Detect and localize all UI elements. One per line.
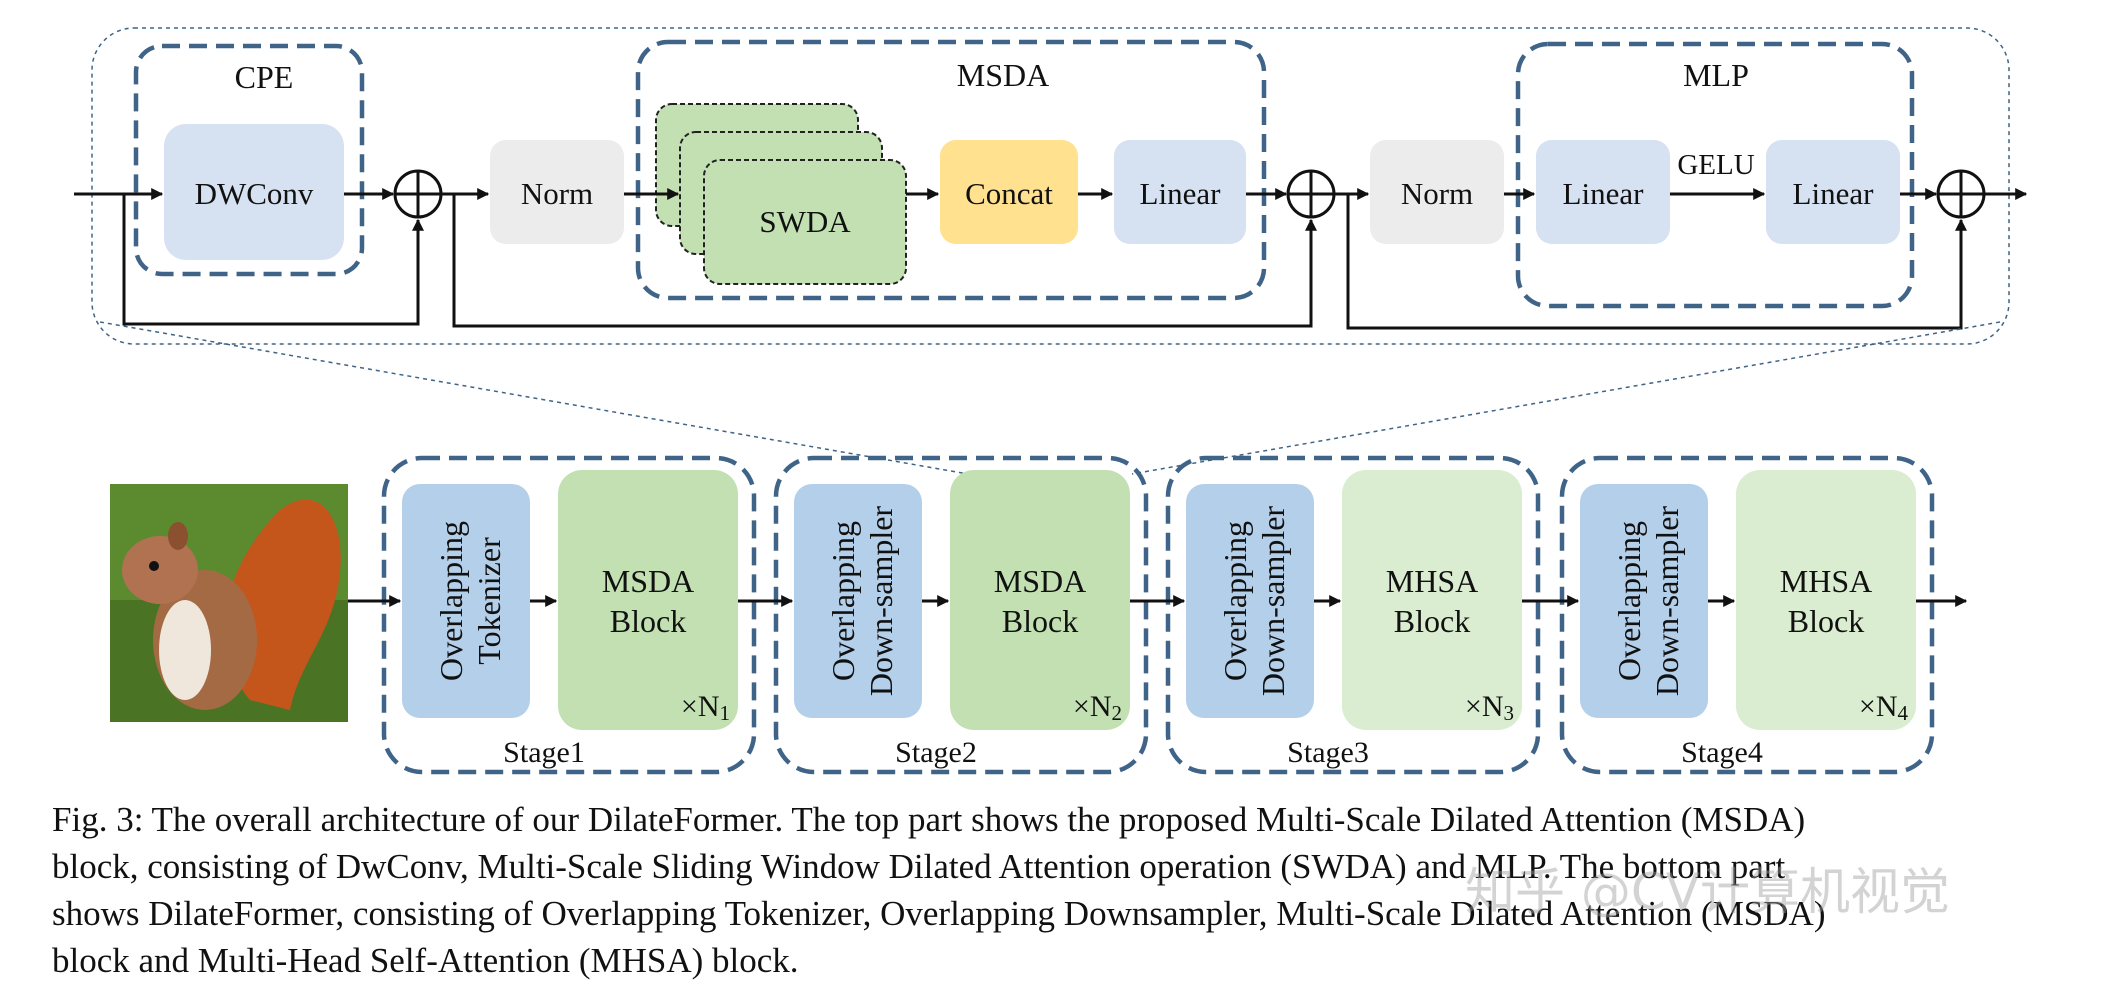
repeat-count: ×N (1859, 690, 1898, 723)
stage-2-embedding-node (794, 484, 922, 718)
watermark: 知乎 @CV计算机视觉 (1465, 863, 1951, 921)
dwconv-label: DWConv (195, 176, 314, 211)
msda-linear-label: Linear (1140, 176, 1222, 211)
stage-2-label: Stage2 (895, 736, 977, 769)
mlp-title: MLP (1683, 57, 1749, 93)
msda-block-detail: CPE DWConv MSDA SWDA Concat Linear Norm … (74, 27, 2028, 345)
embedding-label-line: Down-sampler (863, 506, 899, 697)
stage-3-embedding-node (1186, 484, 1314, 718)
add-operator-icon (393, 169, 443, 219)
msda-title: MSDA (957, 57, 1049, 93)
squirrel-eye-icon (149, 561, 159, 571)
input-image (110, 484, 348, 722)
dwconv-node (164, 124, 344, 260)
squirrel-ear-icon (168, 522, 188, 550)
squirrel-belly-icon (159, 600, 211, 700)
norm-node-1 (490, 140, 624, 244)
stage-3-label: Stage3 (1287, 736, 1369, 769)
figure-caption: Fig. 3: The overall architecture of our … (52, 796, 2052, 984)
embedding-label-line: Overlapping (433, 521, 469, 681)
norm-node-2 (1370, 140, 1504, 244)
msda-linear-node (1114, 140, 1246, 244)
repeat-subscript: 2 (1112, 701, 1123, 725)
caption-line: shows DilateFormer, consisting of Overla… (52, 894, 1826, 933)
stage-1-block-label: MSDA Block (602, 563, 694, 639)
stage-2-group (773, 455, 1149, 775)
stage-1-embedding-node (402, 484, 530, 718)
stage-2-repeat-label: ×N2 (1073, 690, 1122, 725)
block-label-line: Block (1394, 603, 1470, 639)
repeat-subscript: 1 (720, 701, 731, 725)
mlp-linear-label-2: Linear (1793, 176, 1875, 211)
stage-4-group (1559, 455, 1935, 775)
cpe-group (133, 43, 365, 277)
repeat-count: ×N (1465, 690, 1504, 723)
msda-group (635, 39, 1267, 301)
block-label-line: MSDA (994, 563, 1086, 599)
gelu-label: GELU (1677, 149, 1754, 181)
embedding-label-line: Overlapping (1611, 521, 1647, 681)
stage-2-embedding-label: OverlappingDown-sampler (825, 506, 899, 697)
stage-4-block-label: MHSA Block (1780, 563, 1872, 639)
stage-1-label: Stage1 (503, 736, 585, 769)
block-label-line: MSDA (602, 563, 694, 599)
repeat-subscript: 4 (1898, 701, 1909, 725)
embedding-label-line: Overlapping (1217, 521, 1253, 681)
repeat-count: ×N (1073, 690, 1112, 723)
stage-1-embedding-label: OverlappingTokenizer (433, 521, 507, 681)
stage-2-block-label: MSDA Block (994, 563, 1086, 639)
mlp-linear-node-2 (1766, 140, 1900, 244)
stage-4-label: Stage4 (1681, 736, 1763, 769)
add-operator-icon (1936, 169, 1986, 219)
stage-3-embedding-label: OverlappingDown-sampler (1217, 506, 1291, 697)
stage-3-block-node (1342, 470, 1522, 730)
add-operator-icon (1286, 169, 1336, 219)
stage-3-group (1165, 455, 1541, 775)
caption-line: block and Multi-Head Self-Attention (MHS… (52, 941, 799, 980)
block-label-line: Block (1788, 603, 1864, 639)
block-label-line: MHSA (1386, 563, 1478, 599)
stage-4-block-node (1736, 470, 1916, 730)
stage-4-embedding-node (1580, 484, 1708, 718)
cpe-title: CPE (235, 59, 294, 95)
swda-node (703, 159, 907, 285)
zoom-lines (99, 321, 2001, 475)
msda-block-outline (91, 27, 2010, 345)
stage-1-repeat-label: ×N1 (681, 690, 730, 725)
stage-4-embedding-label: OverlappingDown-sampler (1611, 506, 1685, 697)
norm-label-2: Norm (1401, 176, 1473, 211)
concat-node (940, 140, 1078, 244)
stage-3-block-label: MHSA Block (1386, 563, 1478, 639)
norm-label-1: Norm (521, 176, 593, 211)
block-label-line: Block (610, 603, 686, 639)
embedding-label-line: Overlapping (825, 521, 861, 681)
concat-label: Concat (965, 176, 1053, 211)
repeat-count: ×N (681, 690, 720, 723)
stage-1-block-node (558, 470, 738, 730)
stage-3-repeat-label: ×N3 (1465, 690, 1514, 725)
embedding-label-line: Down-sampler (1255, 506, 1291, 697)
block-label-line: MHSA (1780, 563, 1872, 599)
squirrel-head-icon (122, 536, 198, 604)
mlp-linear-node-1 (1536, 140, 1670, 244)
stage-1-group (381, 455, 757, 775)
caption-line: Fig. 3: The overall architecture of our … (52, 800, 1806, 839)
stage-2-block-node (950, 470, 1130, 730)
embedding-label-line: Down-sampler (1649, 506, 1685, 697)
swda-label: SWDA (759, 204, 851, 239)
caption-line: block, consisting of DwConv, Multi-Scale… (52, 847, 1786, 886)
block-label-line: Block (1002, 603, 1078, 639)
embedding-label-line: Tokenizer (471, 537, 507, 665)
residual-connections (122, 194, 1967, 330)
mlp-group (1515, 41, 1915, 309)
mlp-linear-label-1: Linear (1563, 176, 1645, 211)
stage-4-repeat-label: ×N4 (1859, 690, 1909, 725)
repeat-subscript: 3 (1504, 701, 1515, 725)
